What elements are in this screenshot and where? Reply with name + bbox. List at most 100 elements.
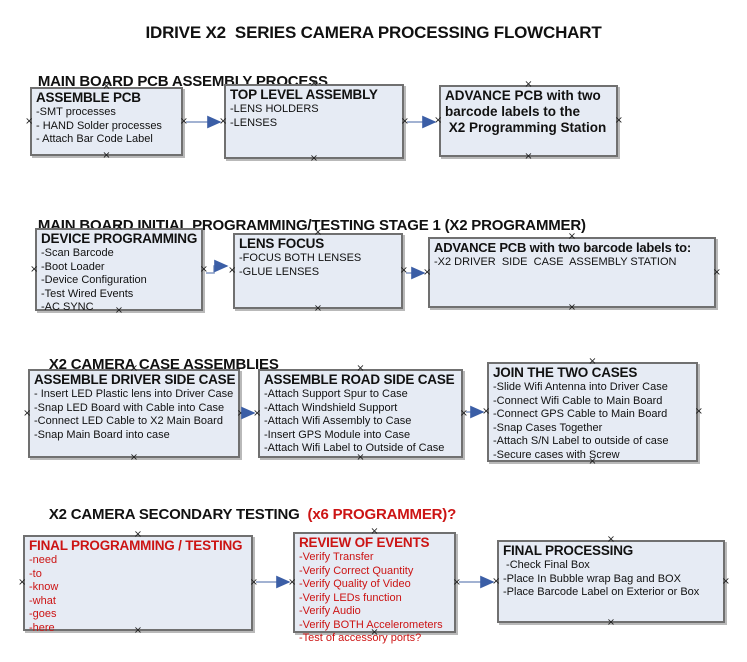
flow-box-review-of-events[interactable]: REVIEW OF EVENTS -Verify Transfer -Verif… [288,527,461,645]
box-line: -Attach Wifi Assembly to Case [264,415,412,427]
box-title: ADVANCE PCB with two barcode labels to: [434,240,692,255]
box-line: -Test Wired Events [41,287,134,300]
connection-point-icon: × [459,407,468,419]
connection-point-icon: × [219,115,228,127]
flow-box-advance-pcb-to-programming-station[interactable]: ADVANCE PCB with two barcode labels to t… [434,80,623,162]
flow-box-device-programming[interactable]: DEVICE PROGRAMMING -Scan Barcode -Boot L… [30,223,208,316]
connection-point-icon: × [399,265,408,276]
box-line: -AC SYNC [41,301,94,313]
box-title: ASSEMBLE ROAD SIDE CASE [264,372,455,387]
flow-box-final-programming-testing[interactable]: FINAL PROGRAMMING / TESTING -need -to -k… [18,530,258,636]
connection-point-icon: × [712,266,721,278]
box-line: -X2 DRIVER SIDE CASE ASSEMBLY STATION [434,256,677,268]
flow-box-lens-focus[interactable]: LENS FOCUS -FOCUS BOTH LENSES -GLUE LENS… [228,228,408,314]
connection-point-icon: × [313,303,323,314]
connection-point-icon: × [423,266,432,278]
connection-point-icon: × [524,151,533,162]
box-title: barcode labels to the [445,104,581,119]
box-line: -Connect GPS Cable to Main Board [493,408,668,420]
connection-point-icon: × [400,115,409,127]
box-line: -Slide Wifi Antenna into Driver Case [493,381,668,393]
box-line: -Device Configuration [41,274,147,286]
box-line: - Insert LED Plastic lens into Driver Ca… [34,388,234,400]
flow-box-assemble-driver-side-case[interactable]: ASSEMBLE DRIVER SIDE CASE - Insert LED P… [23,364,245,463]
box-line: -what [29,594,56,607]
flowchart-title: IDRIVE X2 SERIES CAMERA PROCESSING FLOWC… [145,23,602,42]
section-heading-secondary-testing: X2 CAMERA SECONDARY TESTING (x6 PROGRAMM… [33,489,456,540]
box-line: -LENSES [230,116,278,129]
box-line: -Verify BOTH Accelerometers [299,618,443,631]
box-line: -LENS HOLDERS [230,103,319,115]
flow-box-join-the-two-cases[interactable]: JOIN THE TWO CASES -Slide Wifi Antenna i… [482,357,703,467]
box-line: -Verify LEDs function [299,591,402,604]
section-heading-text: X2 CAMERA CASE ASSEMBLIES [48,356,279,373]
flow-box-assemble-road-side-case[interactable]: ASSEMBLE ROAD SIDE CASE -Attach Support … [253,364,468,463]
box-line: -Secure cases with Screw [493,448,620,461]
connection-point-icon: × [236,407,245,419]
connection-point-icon: × [567,302,577,313]
connection-point-icon: × [288,576,297,588]
connection-point-icon: × [228,265,237,276]
connection-point-icon: × [25,115,34,127]
box-title: DEVICE PROGRAMMING [41,231,198,246]
box-title: REVIEW OF EVENTS [299,535,430,550]
connection-point-icon: × [199,263,208,275]
box-line: - Attach Bar Code Label [36,133,153,145]
box-title: FINAL PROCESSING [503,543,634,558]
box-title: FINAL PROGRAMMING / TESTING [29,538,243,553]
box-line: -Place In Bubble wrap Bag and BOX [503,572,681,585]
box-line: -Connect Wifi Cable to Main Board [493,394,663,407]
box-line: -FOCUS BOTH LENSES [239,252,362,264]
connection-point-icon: × [253,407,262,419]
connection-point-icon: × [614,115,623,126]
flow-box-top-level-assembly[interactable]: TOP LEVEL ASSEMBLY -LENS HOLDERS -LENSES… [219,79,409,164]
box-line: -Attach S/N Label to outside of case [493,435,669,447]
box-line: -Insert GPS Module into Case [264,428,411,441]
box-title: ASSEMBLE PCB [36,90,141,105]
box-line: - HAND Solder processes [36,119,162,132]
connection-point-icon: × [452,576,461,588]
box-title: LENS FOCUS [239,236,325,251]
flow-arrow-elbow[interactable] [206,259,229,274]
box-line: -Verify Correct Quantity [299,564,414,577]
box-line: -GLUE LENSES [239,265,320,278]
box-line: -Attach Support Spur to Case [264,388,408,400]
box-title: JOIN THE TWO CASES [493,365,638,380]
box-line: -Verify Audio [299,605,361,617]
connection-point-icon: × [309,153,319,164]
box-line: -Snap Cases Together [493,421,603,434]
box-title: X2 Programming Station [445,120,607,135]
flow-box-advance-pcb-to-driver-side-station[interactable]: ADVANCE PCB with two barcode labels to: … [423,232,721,313]
section-heading-text: X2 CAMERA SECONDARY TESTING [48,506,304,523]
connection-point-icon: × [102,150,111,161]
box-line: -Attach Windshield Support [264,401,398,414]
box-line: -to [29,567,42,580]
section-heading-case-assemblies: X2 CAMERA CASE ASSEMBLIES [33,339,279,390]
connection-point-icon: × [721,575,730,587]
connection-point-icon: × [606,617,616,628]
box-line: -Attach Wifi Label to Outside of Case [264,442,445,454]
flow-box-assemble-pcb[interactable]: ASSEMBLE PCB -SMT processes - HAND Solde… [25,82,188,161]
box-line: -Verify Transfer [299,551,374,563]
box-line: -SMT processes [36,106,116,118]
box-title: ADVANCE PCB with two [445,88,601,103]
box-title: ASSEMBLE DRIVER SIDE CASE [34,372,236,387]
connection-point-icon: × [482,406,491,417]
flow-box-final-processing[interactable]: FINAL PROCESSING -Check Final Box -Place… [492,535,730,628]
connection-point-icon: × [179,115,188,127]
connection-point-icon: × [129,452,139,463]
box-line: -Connect LED Cable to X2 Main Board [34,415,223,427]
box-line: -Boot Loader [41,260,105,273]
box-title: TOP LEVEL ASSEMBLY [230,87,378,102]
box-line: -Snap Main Board into case [34,428,170,441]
connection-point-icon: × [492,575,501,587]
connection-point-icon: × [694,406,703,417]
box-line: -here [29,621,55,634]
connection-point-icon: × [30,263,39,275]
connection-point-icon: × [23,407,32,419]
connection-point-icon: × [434,115,443,126]
connection-point-icon: × [18,577,27,588]
box-line: -Snap LED Board with Cable into Case [34,401,225,414]
section-heading-red-suffix: (x6 PROGRAMMER)? [303,506,457,523]
